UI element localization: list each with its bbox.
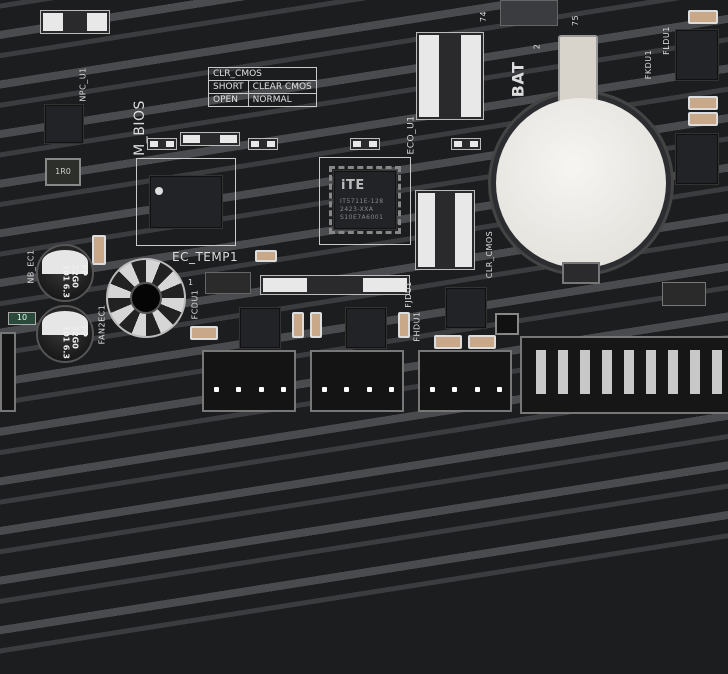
mosfet <box>676 134 718 184</box>
inductor: 1R0 <box>45 158 81 186</box>
bat-label: BAT <box>508 61 528 98</box>
nb-ec1-label: NB_EC1 <box>26 249 36 284</box>
fan-header[interactable] <box>418 350 512 412</box>
resistor <box>688 112 718 126</box>
led <box>147 138 177 150</box>
clr-cmos-jumper[interactable] <box>495 313 519 335</box>
bios-chip-outline <box>136 158 236 246</box>
temp-pin-label: 1 <box>188 278 194 287</box>
label-75: 75 <box>571 14 581 27</box>
fan2ec1-label: FAN2EC1 <box>97 304 107 345</box>
cell: CLEAR CMOS <box>247 80 317 94</box>
chip-text: S10E7A6001 <box>340 214 384 221</box>
smd-array <box>180 132 240 146</box>
m-bios-label: M_BIOS <box>131 100 148 156</box>
resistor <box>398 312 410 338</box>
fldu1-label: FLDU1 <box>661 26 671 55</box>
fan-controller-chip <box>446 288 486 328</box>
mosfet-array <box>415 190 475 270</box>
cap-text: 22G0 <box>70 325 80 349</box>
chip-text: IT5711E-128 <box>340 198 384 205</box>
pin1-dot <box>155 187 163 195</box>
resistor <box>255 250 277 262</box>
cell: NORMAL <box>247 93 317 107</box>
coin-battery <box>496 98 666 268</box>
resistor <box>688 96 718 110</box>
chip-text: 2423-XXA <box>340 206 374 213</box>
fcdu1-label: FCDU1 <box>190 289 200 320</box>
mosfet <box>676 30 718 80</box>
cap-text: FP <box>79 264 89 276</box>
cap-text: FP <box>79 325 89 337</box>
resistor <box>434 335 462 349</box>
header-pins <box>536 350 722 394</box>
resistor <box>292 312 304 338</box>
smd-array <box>40 10 110 34</box>
clr-cmos-title: CLR_CMOS <box>208 67 317 81</box>
mosfet-array <box>416 32 484 120</box>
smd-array <box>260 275 410 295</box>
front-panel-header[interactable] <box>520 336 728 414</box>
connector <box>500 0 558 26</box>
bios-chip <box>150 176 222 228</box>
ite-logo: iTE <box>341 178 365 193</box>
cap-text: 101 <box>61 264 71 282</box>
hole <box>130 282 162 314</box>
cap-text: 6.3 <box>61 283 71 298</box>
eco-u1-label: ECO_U1 <box>406 115 417 155</box>
clr-cmos-jumper-label: CLR_CMOS <box>485 230 495 279</box>
jumper-header[interactable] <box>662 282 706 306</box>
mounting-hole <box>106 258 186 338</box>
led <box>248 138 278 150</box>
led <box>451 138 481 150</box>
bat-pin-label: 2 <box>532 43 542 50</box>
ec-temp-header[interactable] <box>205 272 251 294</box>
cell: SHORT <box>208 80 249 94</box>
resistor <box>688 10 718 24</box>
cap-text: 22G0 <box>70 264 80 288</box>
fan-controller-chip <box>346 308 386 348</box>
cap-text: 101 <box>61 325 71 343</box>
fan-header[interactable] <box>202 350 296 412</box>
cap-text: 6.3 <box>61 344 71 359</box>
label-74: 74 <box>479 10 489 23</box>
fhdu1-label: FHDU1 <box>412 311 422 342</box>
resistor <box>310 312 322 338</box>
resistor <box>468 335 496 349</box>
fkdu1-label: FKDU1 <box>644 49 654 80</box>
fan-controller-chip <box>240 308 280 348</box>
resistor <box>92 235 106 265</box>
connector[interactable] <box>0 332 16 412</box>
ec-temp-label: EC_TEMP1 <box>172 250 239 264</box>
fan-header[interactable] <box>310 350 404 412</box>
npc-chip <box>45 105 83 143</box>
resistor <box>190 326 218 340</box>
cell: OPEN <box>208 93 249 107</box>
led <box>350 138 380 150</box>
ite-chip-outline <box>319 157 411 245</box>
fjdu1-label: FJDU1 <box>403 281 413 308</box>
resistor-10: 10 <box>8 312 36 325</box>
ite-chip: iTE IT5711E-128 2423-XXA S10E7A6001 <box>329 166 401 234</box>
npc-u1-label: NPC_U1 <box>78 67 88 102</box>
battery-tab <box>562 262 600 284</box>
